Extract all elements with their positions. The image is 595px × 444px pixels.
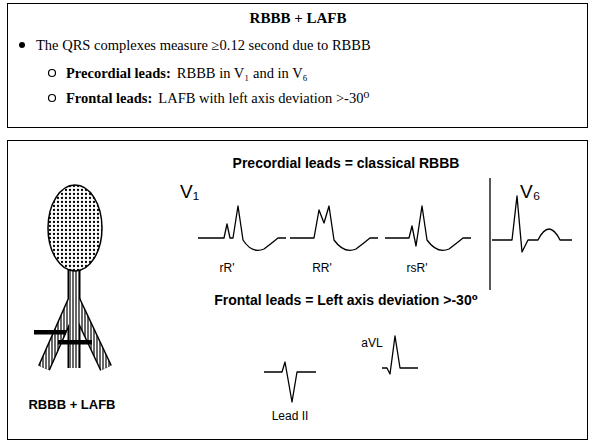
bullet-text: The QRS complexes measure ≥0.12 second d…: [36, 37, 371, 54]
lead-name: aVL: [361, 337, 382, 351]
bullet-heading: Precordial leads:: [66, 65, 171, 82]
sub-bullet: [49, 95, 56, 102]
bullet-heading: Frontal leads:: [66, 90, 152, 107]
heart-atria: [48, 185, 102, 271]
diagram-panel: Precordial leads = classical RBBB Frontal…: [7, 140, 588, 440]
ecg-complex: [382, 336, 418, 374]
block-bar: [58, 340, 92, 345]
panel-title: RBBB + LAFB: [250, 10, 347, 27]
lead-name: V₁: [180, 181, 199, 203]
lead-name: Lead II: [272, 410, 309, 424]
section-heading: Precordial leads = classical RBBB: [233, 155, 460, 171]
bullet-text: RBBB in V₁ and in V₆: [177, 65, 308, 82]
figure-label: RBBB + LAFB: [28, 398, 115, 413]
pattern-label: rR': [220, 262, 235, 276]
bullet-dot: [19, 42, 25, 48]
sub-bullet: [49, 70, 56, 77]
summary-box: RBBB + LAFB The QRS complexes measure ≥0.…: [7, 3, 588, 128]
bullet-text: LAFB with left axis deviation >-30⁰: [158, 90, 369, 107]
divider-line: [489, 178, 490, 290]
ecg-complex: [264, 362, 316, 402]
ecg-complex: [290, 206, 378, 250]
ecg-complex: [198, 206, 286, 250]
ecg-complex: [385, 206, 471, 250]
block-bar: [34, 330, 66, 335]
lead-name: V₆: [520, 181, 540, 203]
conduction-system: [34, 185, 106, 368]
pattern-label: RR': [312, 262, 332, 276]
ecg-complex: [492, 196, 572, 252]
pattern-label: rsR': [407, 262, 428, 276]
section-heading: Frontal leads = Left axis deviation >-30…: [214, 292, 478, 308]
